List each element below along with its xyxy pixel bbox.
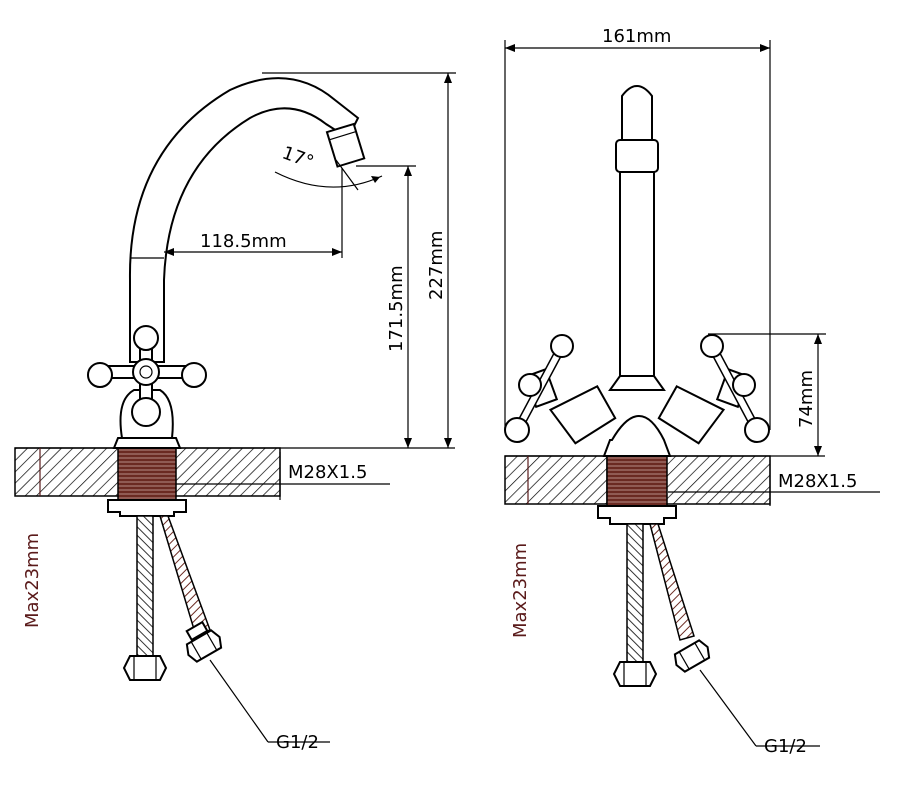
right-spout-collar	[615, 139, 659, 173]
left-dim-reach-label: 118.5mm	[200, 231, 287, 252]
right-body	[602, 415, 672, 457]
left-dim-spout-height: 171.5mm	[356, 165, 416, 448]
left-connection-label: G1/2	[276, 732, 319, 753]
left-hose-nut-main	[122, 655, 168, 681]
right-lock-nut	[597, 505, 677, 525]
right-view: 161mm 74mm M28X1.5 Max23mm G1/2	[504, 26, 880, 757]
right-thread-shank	[606, 455, 668, 507]
right-max-thickness: Max23mm	[510, 456, 531, 638]
left-dim-spout-height-label: 171.5mm	[386, 265, 407, 352]
left-aerator	[325, 122, 366, 168]
left-hose-main	[136, 515, 154, 657]
right-dim-handle-height: 74mm	[708, 333, 826, 456]
right-handle-right	[657, 334, 770, 445]
left-spout	[128, 77, 360, 363]
right-hose-second	[649, 523, 695, 641]
right-hose-nut-second	[673, 639, 711, 673]
right-countertop	[504, 455, 825, 505]
left-hose-second	[158, 515, 211, 638]
right-spout-pipe	[619, 169, 655, 377]
right-handle-left	[504, 334, 617, 445]
right-thread-label: M28X1.5	[778, 471, 857, 492]
right-connection-label: G1/2	[764, 736, 807, 757]
right-thread-callout: M28X1.5	[668, 460, 880, 506]
left-countertop	[14, 447, 455, 497]
left-dim-reach: 118.5mm	[164, 168, 343, 258]
right-dim-width: 161mm	[504, 26, 771, 430]
right-spout-tip	[621, 85, 653, 141]
left-thread-shank	[117, 447, 177, 501]
right-dim-width-label: 161mm	[602, 26, 671, 47]
left-cross-handle	[87, 325, 207, 427]
right-hose-nut-main	[612, 661, 658, 687]
left-max-thickness-label: Max23mm	[22, 533, 43, 628]
left-dim-total-height: 227mm	[262, 72, 456, 448]
right-dim-handle-height-label: 74mm	[796, 370, 817, 428]
left-dim-total-height-label: 227mm	[426, 231, 447, 300]
left-body-base	[112, 437, 182, 449]
left-dim-angle-label: 17°	[279, 142, 316, 173]
left-thread-callout: M28X1.5	[176, 452, 390, 500]
left-lock-nut	[107, 499, 187, 517]
left-max-thickness: Max23mm	[22, 448, 43, 628]
right-max-thickness-label: Max23mm	[510, 543, 531, 638]
left-thread-label: M28X1.5	[288, 462, 367, 483]
left-view: 118.5mm 17° 171.5mm 227mm M28X1.5	[14, 72, 456, 753]
left-hose-nut-second	[185, 629, 223, 663]
right-hose-main	[626, 523, 644, 663]
right-connection-callout: G1/2	[699, 669, 820, 757]
left-connection-callout: G1/2	[209, 659, 330, 753]
